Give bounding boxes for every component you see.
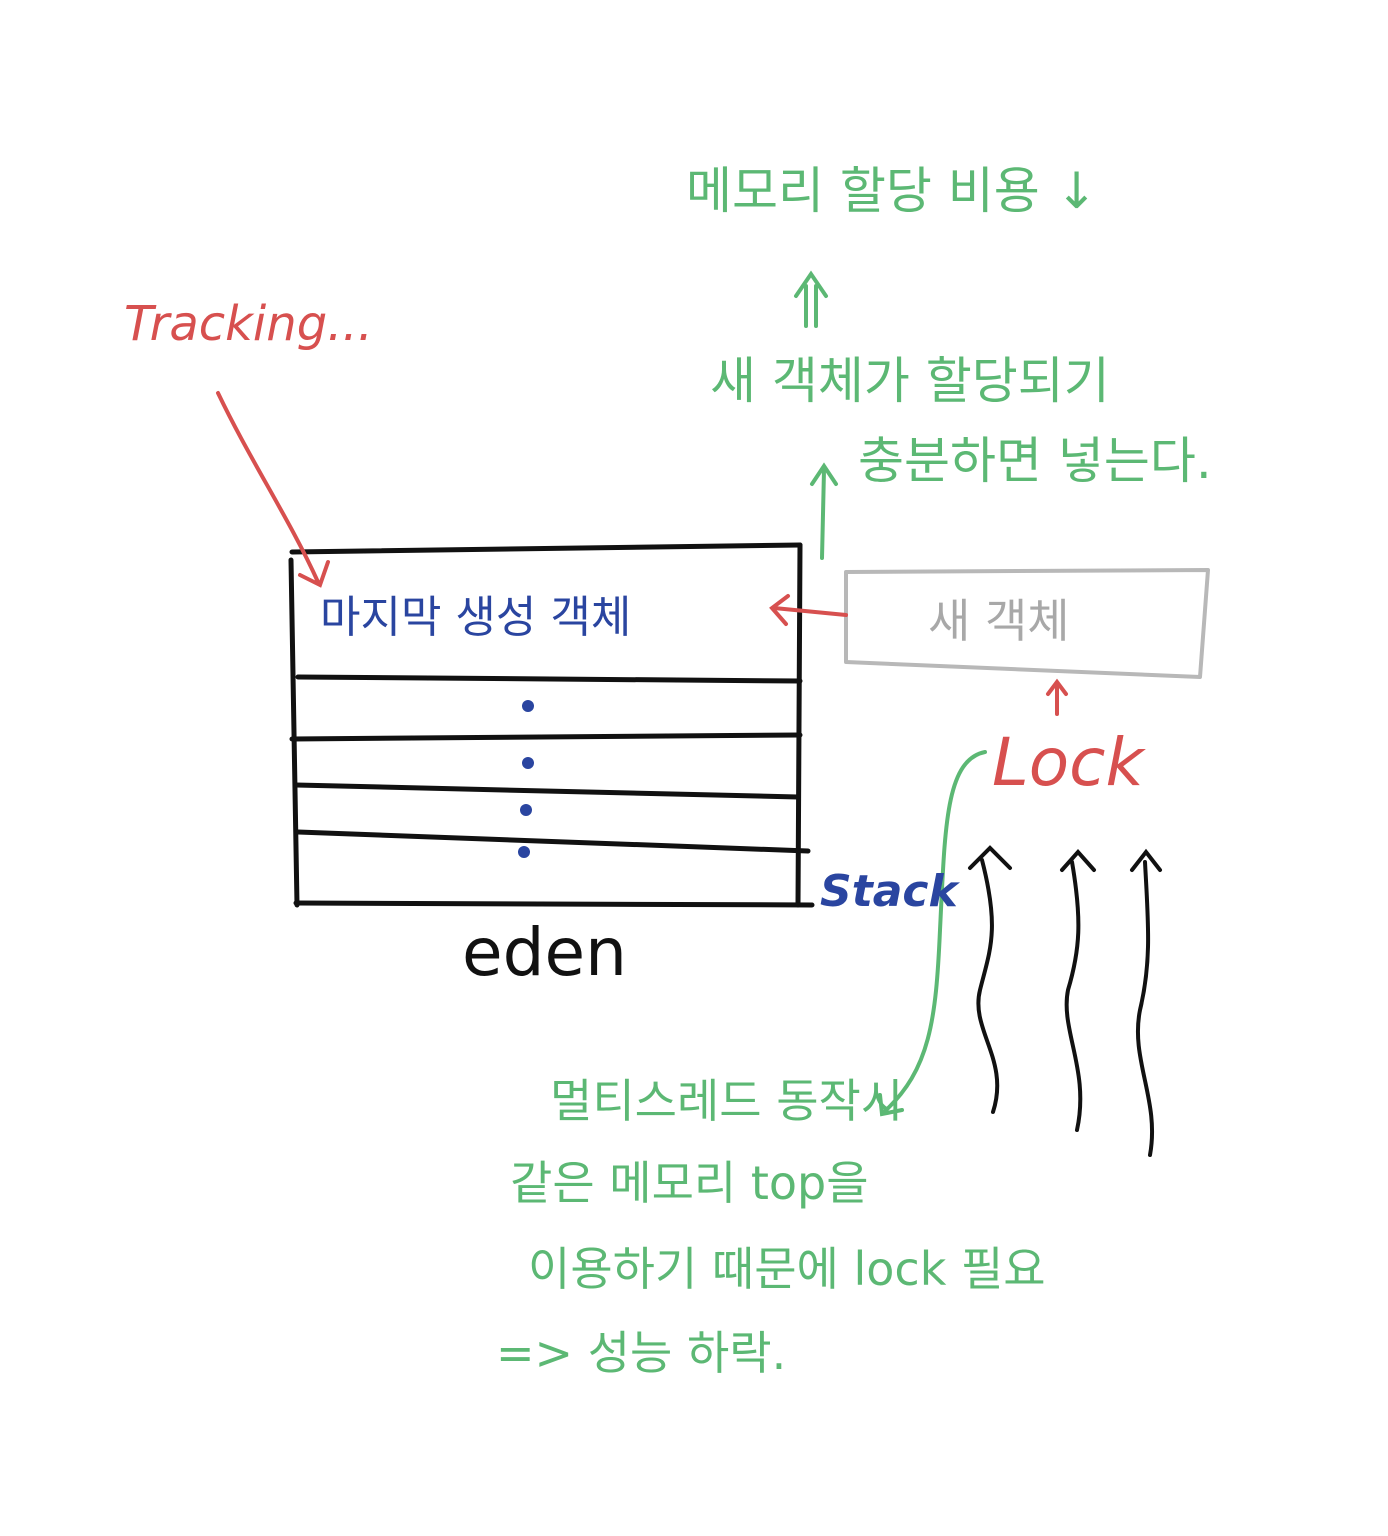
multi-thread-note-line3: 이용하기 때문에 lock 필요 <box>528 1242 1046 1296</box>
new-object-note-line2: 충분하면 넣는다. <box>858 432 1212 490</box>
tracking-label: Tracking... <box>124 296 373 352</box>
tracking-arrow <box>216 391 330 588</box>
multi-thread-note-line1: 멀티스레드 동작시 <box>550 1074 904 1128</box>
last-object-label: 마지막 생성 객체 <box>320 592 632 643</box>
ellipsis-dots <box>518 700 534 858</box>
eden-label: eden <box>462 914 627 991</box>
multi-thread-note-line2: 같은 메모리 top을 <box>510 1156 869 1210</box>
memory-cost-label: 메모리 할당 비용 ↓ <box>686 162 1098 220</box>
stack-label: Stack <box>820 866 958 917</box>
new-object-label: 새 객체 <box>928 594 1070 648</box>
up-arrow-1 <box>810 462 838 560</box>
lock-note-curve <box>878 750 987 1117</box>
multi-thread-note-line4: => 성능 하락. <box>496 1326 787 1380</box>
eden-box <box>288 542 815 908</box>
lock-label: Lock <box>992 724 1144 801</box>
insert-arrow <box>769 594 848 626</box>
new-object-note-line1: 새 객체가 할당되기 <box>710 352 1110 410</box>
new-object-box <box>844 568 1210 679</box>
up-arrow-2 <box>794 270 828 328</box>
lock-arrow <box>1046 678 1068 716</box>
thread-arrows <box>968 845 1162 1157</box>
